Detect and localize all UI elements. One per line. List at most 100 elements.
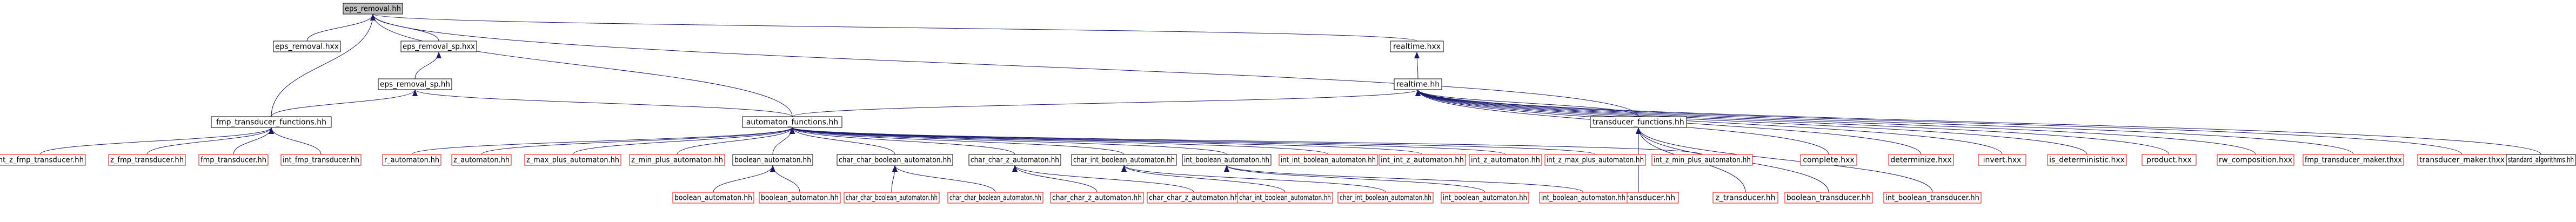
node-label: int_z_automaton.hh [1471,156,1540,165]
graph-node-n-standard-algorithms-hh[interactable]: standard_algorithms.hh [2506,154,2576,166]
graph-node-n-b-boolean-automaton-hh-2[interactable]: boolean_automaton.hh [759,192,841,204]
graph-node-n-transducer-functions[interactable]: transducer_functions.hh [1590,116,1687,128]
include-edge [789,127,1227,155]
node-box [2047,154,2127,166]
graph-node-n-realtime-hh[interactable]: realtime.hh [1394,78,1442,90]
graph-node-n-eps-removal-sp-hxx[interactable]: eps_removal_sp.hxx [400,41,477,52]
graph-node-n-b-char-char-boolean-automaton-hh-1[interactable]: char_char_boolean_automaton.hh [844,192,940,204]
graph-node-n-b-char-int-boolean-automaton-hh-1[interactable]: char_int_boolean_automaton.hh [1237,192,1333,204]
node-label: char_char_boolean_automaton.hh [839,156,951,165]
node-label: int_boolean_automaton.hh [1184,156,1269,165]
include-edge [789,127,895,155]
node-box [1279,154,1378,166]
node-box [1441,192,1529,204]
include-edge [271,89,418,117]
graph-node-n-b-int-boolean-automaton-hh-1[interactable]: int_boolean_automaton.hh [1441,192,1529,204]
node-label: int_int_z_automaton.hh [1381,156,1464,165]
node-label: char_int_boolean_automaton.hh [1340,194,1431,203]
node-label: char_int_boolean_automaton.hh [1239,194,1331,203]
graph-node-n-boolean-automaton-hh[interactable]: boolean_automaton.hh [732,154,813,166]
graph-node-n-int-fmp-transducer-hh[interactable]: int_fmp_transducer.hh [280,154,362,166]
include-edge [789,127,1703,155]
node-label: eps_removal_sp.hxx [403,43,475,51]
graph-node-n-b-char-char-z-automaton-hh-1[interactable]: char_char_z_automaton.hh [1050,192,1144,204]
node-label: z_fmp_transducer.hh [110,156,184,165]
node-box [732,154,813,166]
node-box [1390,41,1444,52]
include-edge [892,165,996,193]
graph-node-n-fmp-transducer-maker-thxx[interactable]: fmp_transducer_maker.thxx [2303,154,2404,166]
node-box [1237,192,1333,204]
include-edge [412,89,793,117]
include-edge [1636,127,1933,193]
node-box [1978,154,2026,166]
node-label: eps_removal.hh [345,5,401,14]
graph-node-n-int-int-boolean-automaton-hh[interactable]: int_int_boolean_automaton.hh [1279,154,1378,166]
graph-node-n-eps-removal-hxx[interactable]: eps_removal.hxx [273,41,341,52]
node-box [1888,154,1954,166]
node-label: r_automaton.hh [384,156,439,165]
node-label: boolean_automaton.hh [674,194,752,203]
include-edge [370,14,1639,117]
graph-node-n-b-int-boolean-automaton-hh-2[interactable]: int_boolean_automaton.hh [1539,192,1628,204]
graph-node-n-b-char-int-boolean-automaton-hh-2[interactable]: char_int_boolean_automaton.hh [1337,192,1434,204]
node-box [2506,154,2576,166]
include-edge [146,127,274,155]
graph-node-n-b-boolean-automaton-hh-1[interactable]: boolean_automaton.hh [672,192,754,204]
graph-node-n-r-automaton-hh[interactable]: r_automaton.hh [382,154,441,166]
node-label: determinize.hxx [1890,156,1951,165]
graph-node-n-int-boolean-transducer-hh[interactable]: int_boolean_transducer.hh [1883,192,1982,204]
node-box [1539,192,1628,204]
graph-node-n-char-char-z-automaton-hh[interactable]: char_char_z_automaton.hh [968,154,1061,166]
node-label: rw_composition.hxx [2219,156,2292,165]
graph-node-n-int-int-z-automaton-hh[interactable]: int_int_z_automaton.hh [1379,154,1466,166]
graph-node-n-boolean-transducer-hh[interactable]: boolean_transducer.hh [1784,192,1873,204]
graph-node-n-eps-removal-sp-hh[interactable]: eps_removal_sp.hh [378,78,452,90]
graph-node-n-determinize-hxx[interactable]: determinize.hxx [1888,154,1954,166]
graph-node-n-automaton-functions[interactable]: automaton_functions.hh [742,116,842,128]
graph-node-n-fmp-transducer-hh[interactable]: fmp_transducer.hh [198,154,269,166]
graph-node-n-is-deterministic-hxx[interactable]: is_deterministic.hxx [2047,154,2127,166]
graph-node-n-int-z-fmp-transducer-hh[interactable]: int_z_fmp_transducer.hh [0,154,86,166]
node-label: product.hxx [2146,156,2192,165]
graph-node-n-z-transducer-hh[interactable]: z_transducer.hh [1712,192,1778,204]
graph-node-n-invert-hxx[interactable]: invert.hxx [1978,154,2026,166]
node-box [629,154,725,166]
node-label: int_fmp_transducer.hh [283,156,359,165]
graph-node-n-char-char-boolean-automaton-hh[interactable]: char_char_boolean_automaton.hh [837,154,953,166]
graph-node-n-z-automaton-hh[interactable]: z_automaton.hh [451,154,512,166]
graph-node-n-b-char-char-z-automaton-hh-2[interactable]: char_char_z_automaton.hh [1147,192,1241,204]
graph-node-n-int-z-max-plus-automaton-hh[interactable]: int_z_max_plus_automaton.hh [1544,154,1646,166]
include-edge [1415,89,2541,155]
graph-node-n-z-fmp-transducer-hh[interactable]: z_fmp_transducer.hh [108,154,186,166]
graph-node-n-complete-hxx[interactable]: complete.hxx [1800,154,1857,166]
graph-node-n-fmp-tf-hh[interactable]: fmp_transducer_functions.hh [211,116,332,128]
node-box [524,154,621,166]
graph-node-n-int-z-min-plus-automaton-hh[interactable]: int_z_min_plus_automaton.hh [1651,154,1753,166]
node-box [1883,192,1982,204]
include-edge [713,165,775,193]
node-box [1050,192,1144,204]
graph-node-n-z-max-plus-automaton-hh[interactable]: z_max_plus_automaton.hh [524,154,621,166]
graph-node-n-int-boolean-automaton-hh[interactable]: int_boolean_automaton.hh [1182,154,1272,166]
graph-node-n-b-char-char-boolean-automaton-hh-2[interactable]: char_char_boolean_automaton.hh [947,192,1043,204]
graph-node-n-char-int-boolean-automaton-hh[interactable]: char_int_boolean_automaton.hh [1071,154,1177,166]
graph-node-n-product-hxx[interactable]: product.hxx [2142,154,2197,166]
node-label: char_char_z_automaton.hh [971,156,1059,165]
graph-node-n-realtime-hxx[interactable]: realtime.hxx [1390,41,1444,52]
include-edge [789,127,1596,155]
graph-node-n-z-min-plus-automaton-hh[interactable]: z_min_plus_automaton.hh [629,154,725,166]
graph-node-n-rw-composition-hxx[interactable]: rw_composition.hxx [2217,154,2294,166]
node-box [280,154,362,166]
node-box [1590,116,1687,128]
include-edge [572,127,795,155]
node-box [1379,154,1466,166]
node-label: int_boolean_transducer.hh [1885,194,1979,203]
graph-node-n-int-z-automaton-hh[interactable]: int_z_automaton.hh [1469,154,1542,166]
graph-node-n-transducer-maker-thxx[interactable]: transducer_maker.thxx [2417,154,2507,166]
node-box [1544,154,1646,166]
node-label: is_deterministic.hxx [2049,156,2125,165]
node-box [343,3,403,15]
node-label: boolean_automaton.hh [761,194,839,203]
